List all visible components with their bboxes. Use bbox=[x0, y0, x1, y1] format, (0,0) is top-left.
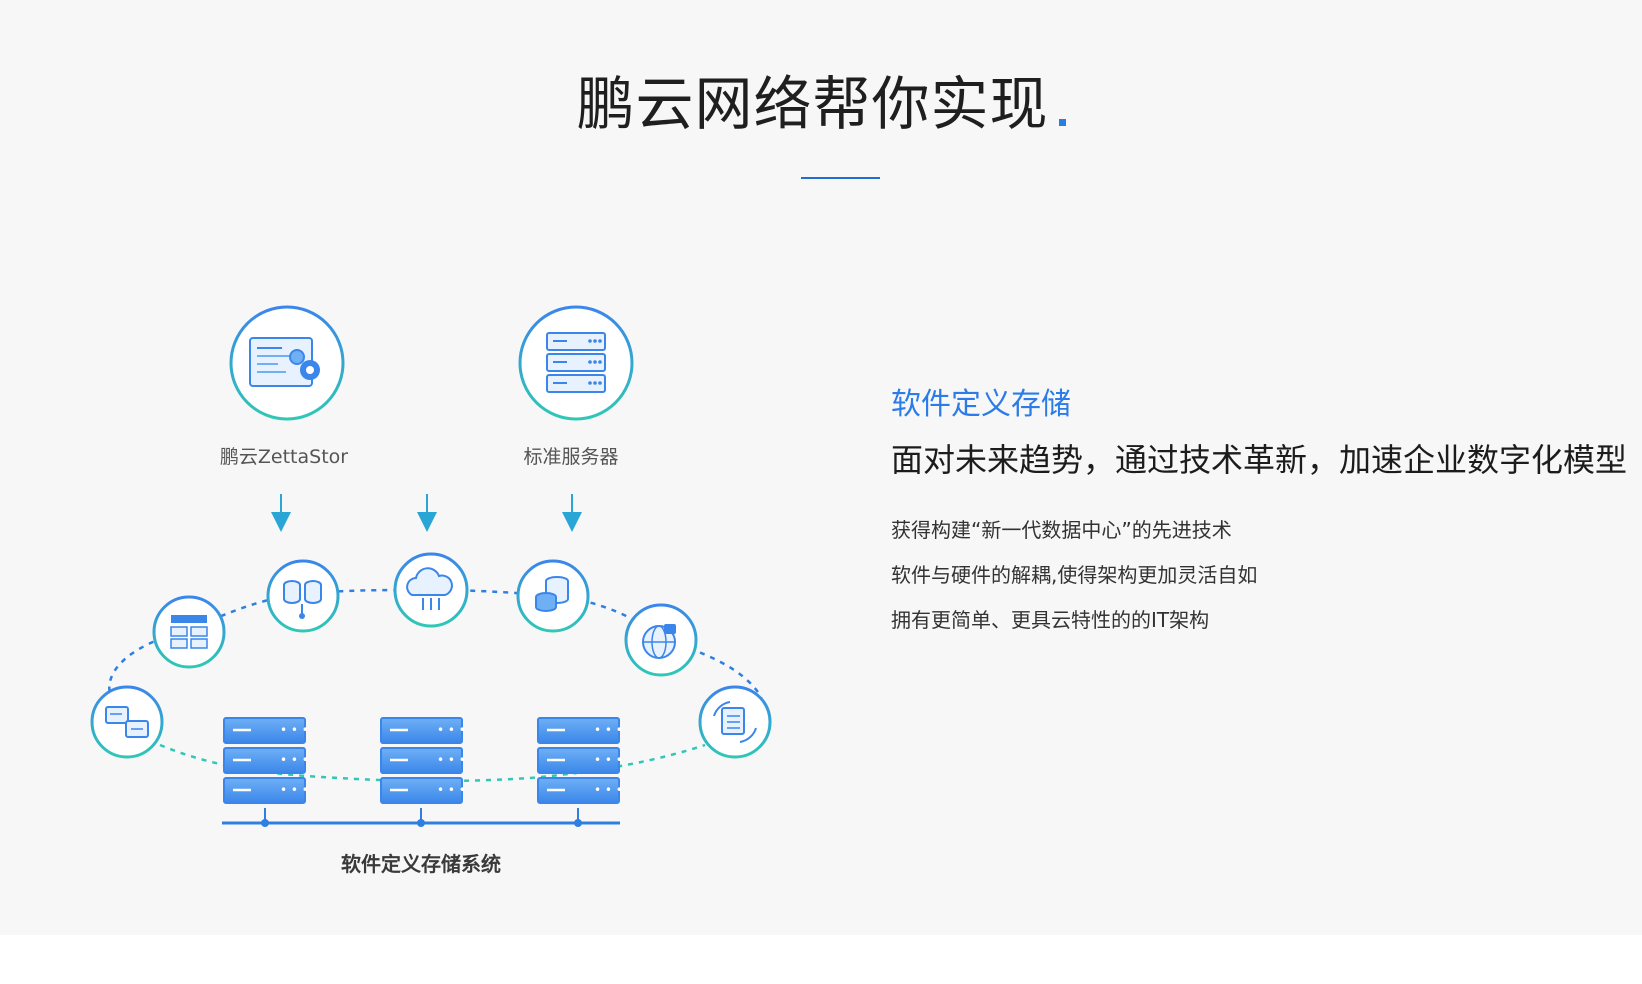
sds-diagram: 鹏云ZettaStor 标准服务器 bbox=[90, 305, 772, 876]
server-right: • • • • • • • • • bbox=[537, 717, 623, 804]
diagram-caption: 软件定义存储系统 bbox=[341, 852, 501, 876]
database-network-icon bbox=[283, 580, 322, 619]
server-rack-icon bbox=[546, 332, 606, 393]
globe-node bbox=[624, 603, 698, 677]
svg-text:• • •: • • • bbox=[437, 753, 466, 767]
feature-headline: 面对未来趋势，通过技术革新，加速企业数字化模型 bbox=[891, 441, 1628, 479]
feature-text: 软件定义存储 面对未来趋势，通过技术革新，加速企业数字化模型 获得构建“新一代数… bbox=[891, 380, 1631, 643]
database-network-node bbox=[266, 559, 340, 633]
feature-section: 鹏云网络帮你实现 bbox=[0, 64, 1642, 876]
svg-text:• • •: • • • bbox=[280, 783, 309, 797]
standard-server-node bbox=[518, 305, 634, 421]
feature-subtitle: 软件定义存储 bbox=[891, 387, 1071, 422]
code-gear-icon bbox=[249, 337, 320, 387]
devops-node bbox=[90, 685, 164, 759]
cloud-upload-icon bbox=[406, 567, 453, 610]
svg-text:• • •: • • • bbox=[594, 753, 623, 767]
zettastor-node bbox=[229, 305, 345, 421]
standard-server-label: 标准服务器 bbox=[523, 446, 618, 468]
network-ring bbox=[108, 588, 764, 726]
list-item: 获得构建“新一代数据中心”的先进技术 bbox=[891, 518, 1232, 542]
database-stack-node bbox=[516, 559, 590, 633]
database-stack-icon bbox=[535, 576, 569, 612]
title-underline bbox=[801, 177, 880, 179]
storage-grid-node bbox=[152, 595, 226, 669]
svg-text:• • •: • • • bbox=[280, 723, 309, 737]
storage-grid-icon bbox=[170, 615, 208, 649]
svg-text:• • •: • • • bbox=[594, 723, 623, 737]
devops-icon bbox=[105, 706, 149, 738]
feature-list: 获得构建“新一代数据中心”的先进技术 软件与硬件的解耦,使得架构更加灵活自如 拥… bbox=[891, 508, 1631, 643]
server-center: • • • • • • • • • bbox=[380, 717, 466, 804]
cloud-node bbox=[393, 552, 469, 628]
page-title-text: 鹏云网络帮你实现 bbox=[576, 70, 1049, 138]
bus-line bbox=[222, 808, 620, 827]
svg-text:• • •: • • • bbox=[437, 723, 466, 737]
plus-icon bbox=[407, 344, 449, 386]
sync-node bbox=[698, 685, 772, 759]
server-left: • • • • • • • • • bbox=[223, 717, 309, 804]
list-item: 拥有更简单、更具云特性的的IT架构 bbox=[891, 608, 1210, 632]
server-icon: • • • • • • • • • • • • • • • • • • bbox=[223, 717, 623, 804]
sync-documents-icon bbox=[713, 701, 757, 743]
svg-text:• • •: • • • bbox=[437, 783, 466, 797]
list-item: 软件与硬件的解耦,使得架构更加灵活自如 bbox=[891, 563, 1258, 587]
globe-lock-icon bbox=[642, 624, 676, 659]
svg-text:• • •: • • • bbox=[594, 783, 623, 797]
title-dot bbox=[1058, 119, 1066, 126]
page-title: 鹏云网络帮你实现 bbox=[0, 64, 1642, 144]
zettastor-label: 鹏云ZettaStor bbox=[220, 446, 348, 468]
svg-text:• • •: • • • bbox=[280, 753, 309, 767]
